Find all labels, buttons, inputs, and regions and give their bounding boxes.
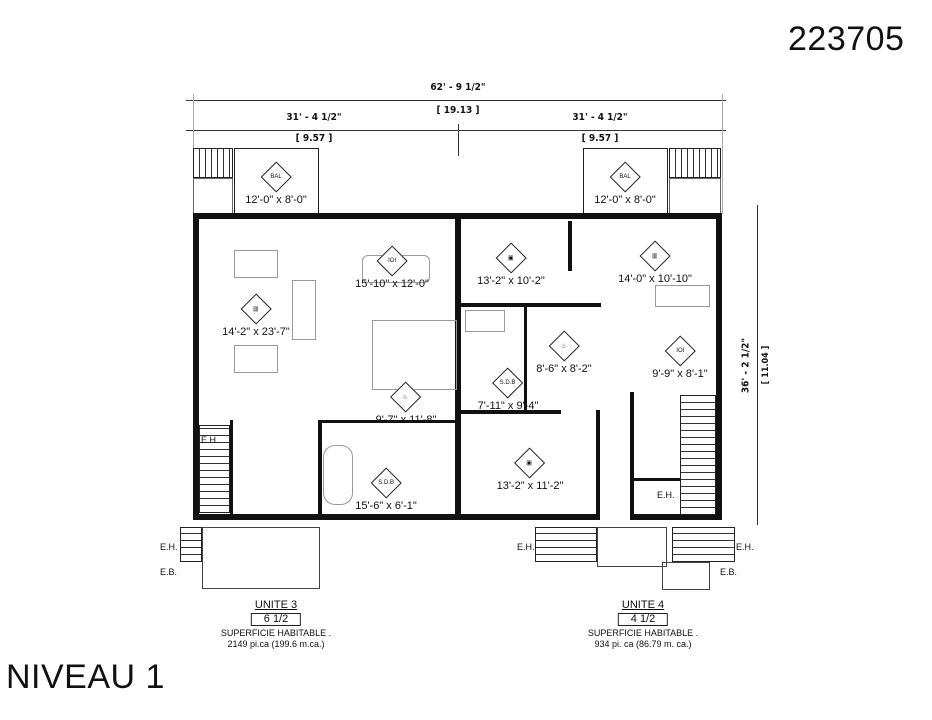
level-title: NIVEAU 1 [6, 658, 165, 696]
total-width: 62' - 9 1/2" [430, 82, 486, 93]
eh-label-unit3: E.H. [201, 435, 219, 445]
unit4-summary: UNITE 4 4 1/2 SUPERFICIE HABITABLE . 934… [588, 600, 698, 650]
eh-label-front-left: E.H. [160, 542, 178, 552]
unit-name: UNITE 3 [254, 599, 298, 611]
depth: 36' - 2 1/2" [740, 337, 752, 394]
unit-area-label: SUPERFICIE HABITABLE . [220, 628, 332, 638]
unit3-summary: UNITE 3 6 1/2 SUPERFICIE HABITABLE . 214… [221, 600, 331, 650]
unit-area: 934 pi. ca (86.79 m. ca.) [594, 639, 692, 649]
unit-name: UNITE 4 [621, 599, 665, 611]
room-living-unit3: ▥14'-2" x 23'-7" [222, 293, 290, 338]
room-kitchen-unit3: ♨9'-7" x 11'-8" [376, 381, 436, 426]
right-width-m: [ 9.57 ] [581, 133, 619, 144]
left-width: 31' - 4 1/2" [286, 112, 342, 123]
room-living-unit4: ▥14'-0" x 10'-10" [618, 240, 692, 285]
depth-m: [ 11.04 ] [761, 345, 771, 385]
total-width-m: [ 19.13 ] [436, 105, 480, 116]
left-width-m: [ 9.57 ] [295, 133, 333, 144]
eh-label-front-middle: E.H. [517, 542, 535, 552]
eh-label-unit4: E.H. [657, 490, 675, 500]
project-number: 223705 [788, 20, 905, 58]
unit-room-count: 6 1/2 [250, 613, 302, 626]
eb-label-front-right: E.B. [720, 567, 738, 577]
unit-area: 2149 pi.ca (199.6 m.ca.) [227, 639, 325, 649]
unit-area-label: SUPERFICIE HABITABLE . [587, 628, 699, 638]
room-kitchen-unit4: ♨8'-6" x 8'-2" [536, 330, 592, 375]
unit-room-count: 4 1/2 [617, 613, 669, 626]
eb-label-front-left: E.B. [160, 567, 178, 577]
right-width: 31' - 4 1/2" [572, 112, 628, 123]
eh-label-front-right: E.H. [736, 542, 754, 552]
room-bedroom1-unit4: ▣13'-2" x 10'-2" [477, 242, 545, 287]
room-bedroom2-unit4: ▣13'-2" x 11'-2" [497, 447, 563, 492]
